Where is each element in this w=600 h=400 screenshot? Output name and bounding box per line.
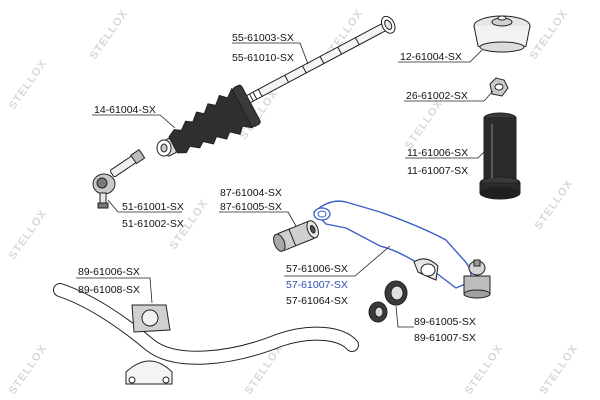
stabilizer-bracket-bolt-right: [162, 376, 170, 384]
rack-shaft-leader: [232, 42, 309, 65]
boot-large-end: [232, 84, 261, 128]
rack-tooth-2: [302, 65, 307, 74]
boot-leader: [92, 114, 176, 129]
rear-bushing-leader: [395, 305, 414, 328]
strut-mount: 12-61004-SX: [398, 15, 531, 63]
ball-joint-base: [463, 289, 491, 299]
control-arm-label-1: 57-61006-SX: [286, 263, 348, 275]
watermark-mid-1: STELLOX: [88, 8, 131, 62]
rack-shaft-label-1: 55-61003-SX: [232, 32, 294, 44]
rack-tooth-1: [284, 75, 290, 83]
rear-bushing-inner: [390, 285, 404, 301]
control-arm-leader: [284, 245, 391, 277]
watermark-right-2: STELLOX: [533, 178, 576, 232]
dust-boot-leader: [405, 149, 487, 159]
bearing-label: 26-61002-SX: [406, 90, 468, 102]
stabilizer-bushing-label-2: 89-61008-SX: [78, 284, 140, 296]
front-bushing-leader: [219, 211, 297, 227]
front-bushing-bore: [309, 224, 316, 234]
arm-bushing-rear: 89-61005-SX 89-61007-SX: [368, 280, 476, 344]
front-bushing-groove: [288, 228, 297, 247]
control-arm-front-bore: [317, 210, 327, 218]
control-arm-rear-bore: [420, 263, 436, 277]
tie-rod-label-2: 51-61002-SX: [122, 218, 184, 230]
bearing-center: [494, 83, 504, 91]
control-arm: 57-61006-SX 57-61007-SX 57-61064-SX: [284, 200, 491, 307]
boot-clamp-inner: [160, 143, 168, 153]
front-bushing-end-left: [273, 233, 286, 252]
rack-tooth-4: [337, 46, 342, 55]
steering-boot: 14-61004-SX: [92, 84, 261, 157]
dust-boot-label-2: 11-61007-SX: [407, 165, 468, 177]
strut-mount-stud: [497, 15, 507, 21]
watermark-right-3: STELLOX: [538, 343, 581, 397]
stabilizer-assembly: 89-61006-SX 89-61008-SX: [53, 266, 359, 385]
watermark-left-1: STELLOX: [7, 58, 50, 112]
rear-bushing-washer-bore: [374, 306, 384, 318]
tie-rod-nut: [130, 149, 146, 165]
rack-thread-line-1: [249, 93, 254, 102]
watermark-left-2: STELLOX: [7, 208, 50, 262]
front-bushing-label-1: 87-61004-SX: [220, 187, 282, 199]
steering-rack-shaft: 55-61003-SX 55-61010-SX: [232, 15, 396, 104]
boot-bellows: [168, 87, 254, 154]
stabilizer-bushing-leader: [76, 277, 153, 304]
shock-dust-boot: 11-61006-SX 11-61007-SX: [405, 112, 521, 200]
rack-thread-line-2: [252, 91, 258, 100]
rack-tooth-3: [319, 56, 325, 64]
watermark-mid-7: STELLOX: [463, 343, 506, 397]
rear-bushing-label-2: 89-61007-SX: [414, 332, 476, 344]
stabilizer-bracket: [125, 360, 173, 385]
tie-rod-leader: [107, 199, 182, 213]
watermark-mid-6: STELLOX: [403, 98, 446, 152]
rack-shaft-end-socket: [384, 19, 393, 30]
stabilizer-bushing-bore: [141, 309, 159, 327]
control-arm-label-2: 57-61007-SX: [286, 279, 348, 291]
dust-boot-label-1: 11-61006-SX: [407, 147, 468, 159]
tie-rod-ball: [96, 177, 108, 189]
strut-mount-leader: [398, 49, 483, 63]
tie-rod-stud-nut: [97, 202, 109, 209]
strut-mount-lower-ring: [479, 41, 525, 53]
ball-joint-stud: [473, 259, 481, 267]
bearing-leader: [404, 90, 494, 102]
boot-label: 14-61004-SX: [94, 104, 156, 116]
control-arm-label-3: 57-61064-SX: [286, 295, 348, 307]
rack-shaft-label-2: 55-61010-SX: [232, 52, 294, 64]
stabilizer-bushing-label-1: 89-61006-SX: [78, 266, 140, 278]
watermark-left-3: STELLOX: [7, 343, 50, 397]
tie-rod-label-1: 51-61001-SX: [122, 201, 184, 213]
strut-mount-bearing: 26-61002-SX: [404, 77, 509, 102]
arm-bushing-front: 87-61004-SX 87-61005-SX: [219, 187, 319, 252]
watermark-right-1: STELLOX: [528, 8, 571, 62]
stabilizer-bar: [54, 284, 358, 364]
rack-tooth-5: [354, 37, 360, 45]
dust-boot-body: [483, 117, 517, 183]
front-bushing-label-2: 87-61005-SX: [220, 201, 282, 213]
rear-bushing-label-1: 89-61005-SX: [414, 316, 476, 328]
dust-boot-bottom: [479, 186, 521, 200]
stabilizer-bracket-bolt-left: [128, 376, 136, 384]
tie-rod-end: 51-61001-SX 51-61002-SX: [92, 149, 184, 230]
strut-mount-label: 12-61004-SX: [400, 51, 462, 63]
